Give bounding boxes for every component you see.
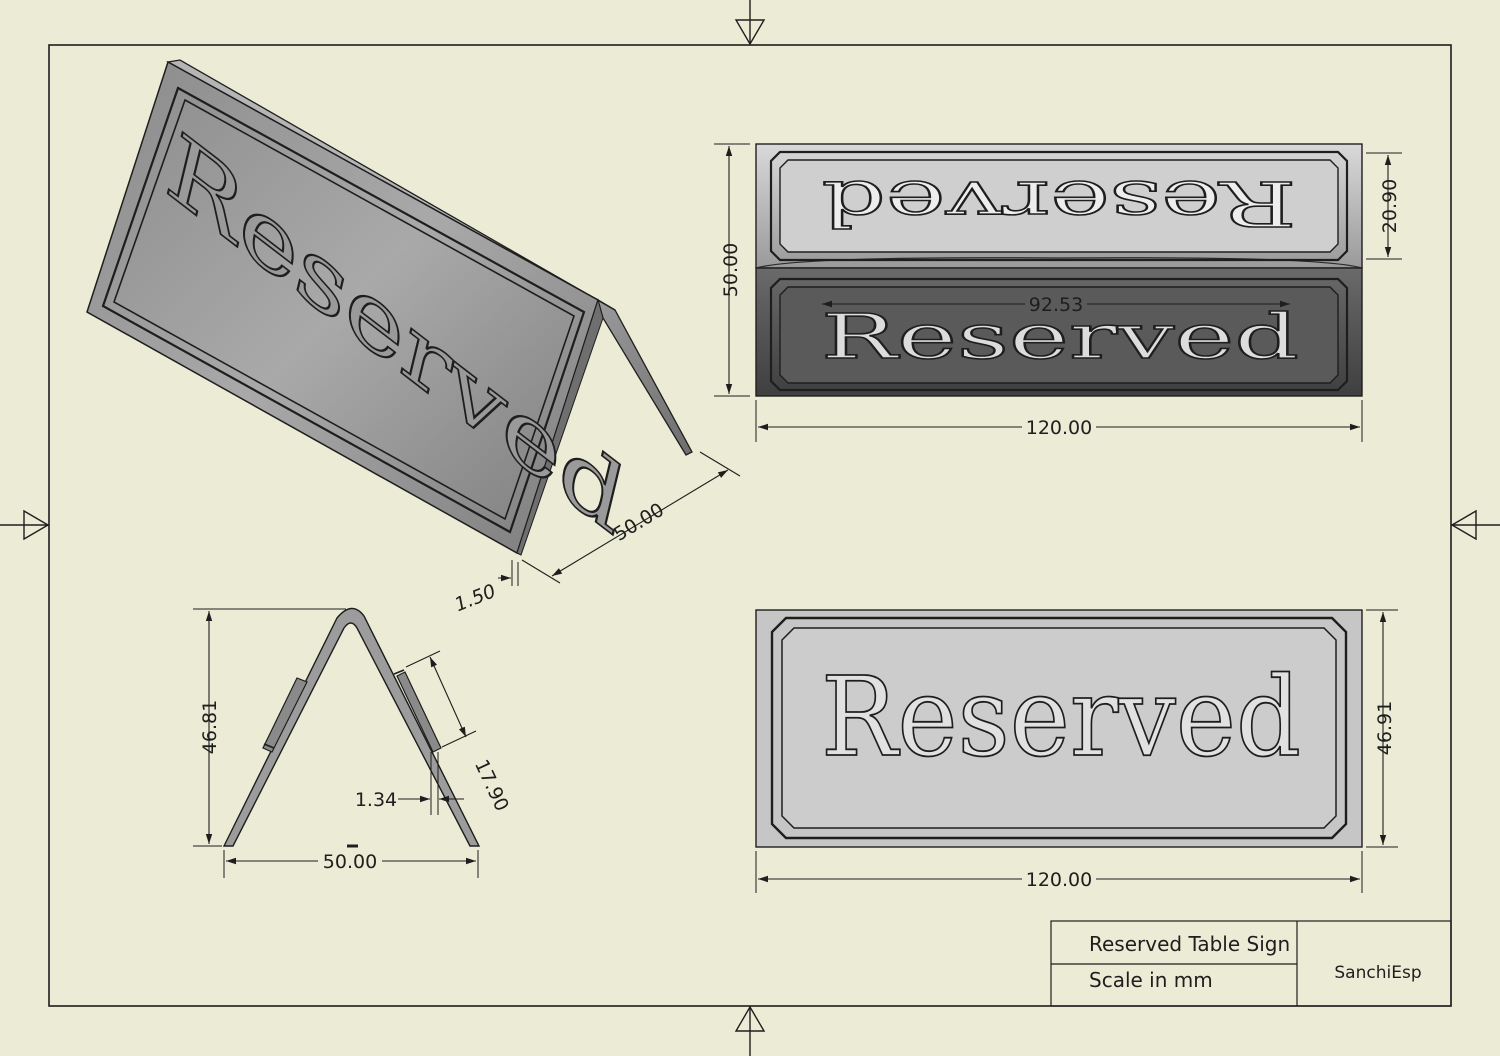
- top-height-dim: 50.00: [720, 243, 742, 297]
- front-view: Reserved 46.91 120.00: [755, 609, 1398, 893]
- top-view: Reserved Reserved 50.00 20.90 92.53 120.…: [714, 143, 1402, 442]
- top-width-dim: 120.00: [1026, 417, 1092, 439]
- iso-thickness-dim: 1.50: [452, 580, 499, 616]
- side-view: 46.81 17.90 1.34 50.00: [193, 607, 513, 878]
- title-block-author: SanchiEsp: [1334, 963, 1421, 983]
- side-lip-dim: 1.34: [355, 789, 397, 811]
- front-sign-text: Reserved: [821, 653, 1301, 781]
- top-text-width-dim: 92.53: [1029, 294, 1083, 316]
- top-mirrored-text: Reserved: [822, 167, 1297, 240]
- iso-frame-outer: [101, 86, 586, 534]
- isometric-view: Reserved 50.00 1.50: [86, 59, 741, 616]
- title-block-title: Reserved Table Sign: [1089, 932, 1290, 956]
- side-height-dim: 46.81: [199, 700, 221, 754]
- front-height-dim: 46.91: [1374, 701, 1396, 755]
- side-base-dim: 50.00: [323, 851, 377, 873]
- front-width-dim: 120.00: [1026, 869, 1092, 891]
- top-panel-dim: 20.90: [1379, 179, 1401, 233]
- iso-rear-leg: [596, 298, 693, 456]
- side-panel-dim: 17.90: [470, 756, 513, 815]
- side-profile: [222, 607, 481, 847]
- title-block-units: Scale in mm: [1089, 968, 1213, 992]
- title-block: Reserved Table Sign Scale in mm SanchiEs…: [1050, 920, 1452, 1007]
- iso-frame-inner: [113, 98, 575, 521]
